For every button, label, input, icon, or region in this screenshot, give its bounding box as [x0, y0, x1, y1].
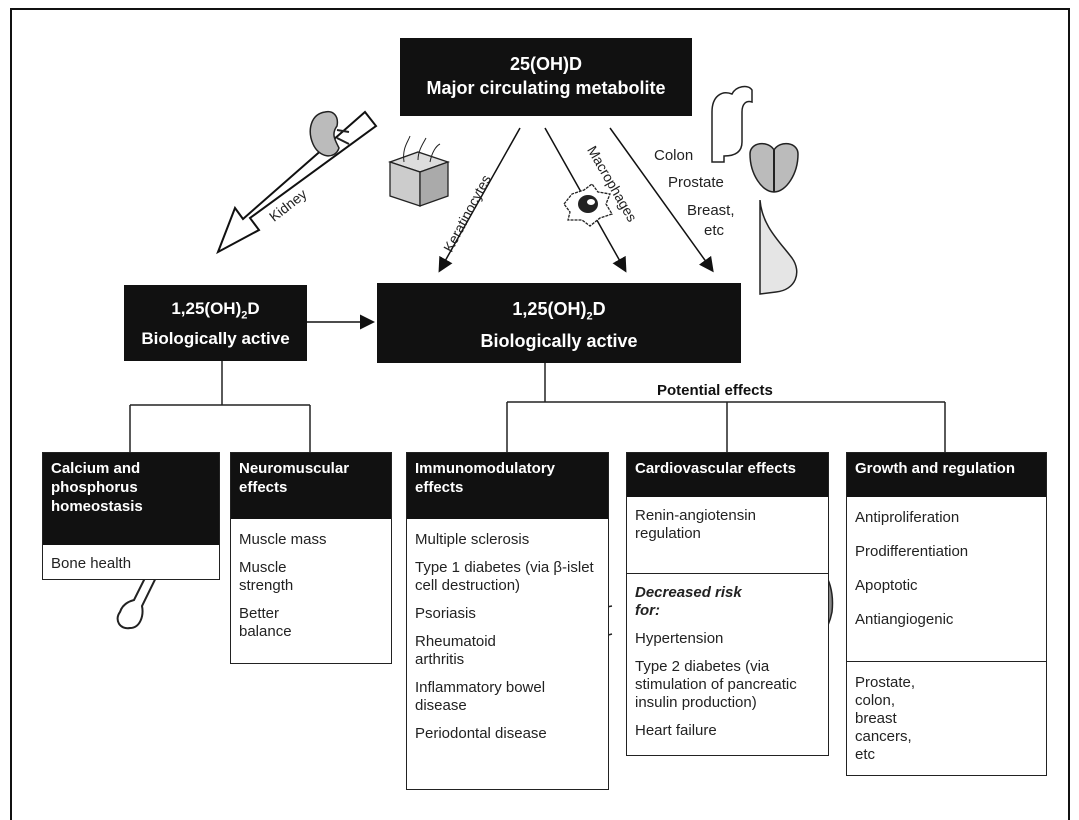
kidney-active-subtitle: Biologically active — [141, 329, 290, 349]
growth-item: Prodifferentiation — [855, 543, 969, 560]
neuromuscular-item: Better balance — [239, 605, 292, 640]
keratinocytes-arrow — [438, 127, 521, 273]
growth-cancers: Prostate, colon, breast cancers, etc — [855, 674, 916, 763]
kidney-active-box: 1,25(OH)2D Biologically active — [124, 285, 307, 361]
neuromuscular-header: Neuromuscular effects — [231, 453, 391, 519]
macrophage-icon — [563, 183, 613, 227]
kidney-icon — [309, 110, 350, 157]
cardio-top-item: Renin-angiotensin regulation — [635, 507, 756, 542]
growth-item: Antiangiogenic — [855, 611, 954, 628]
prostate-icon — [749, 142, 799, 193]
diagram-frame — [10, 8, 1070, 820]
local-active-title: 1,25(OH)2D — [512, 299, 606, 323]
immuno-item: Psoriasis — [415, 605, 476, 622]
growth-panel: Growth and regulation Antiproliferation … — [846, 452, 1047, 776]
cardio-header: Cardiovascular effects — [627, 453, 828, 497]
calcium-item: Bone health — [51, 555, 132, 572]
calcium-panel: Calcium and phosphorus homeostasis Bone … — [42, 452, 220, 580]
immuno-item: Type 1 diabetes (via β-islet cell destru… — [415, 559, 594, 594]
immuno-header: Immunomodulatory effects — [407, 453, 608, 519]
colon-icon — [711, 85, 753, 163]
breast-label: Breast, — [687, 202, 735, 219]
colon-label: Colon — [654, 147, 694, 164]
etc-label: etc — [704, 222, 725, 239]
prostate-label: Prostate — [668, 174, 724, 191]
potential-effects-label: Potential effects — [653, 382, 777, 399]
metabolite-box: 25(OH)D Major circulating metabolite — [400, 38, 692, 116]
metabolite-subtitle: Major circulating metabolite — [426, 78, 666, 98]
kidney-arrow — [216, 110, 378, 255]
calcium-header: Calcium and phosphorus homeostasis — [43, 453, 219, 545]
cardio-item: Type 2 diabetes (via stimulation of panc… — [635, 658, 797, 711]
local-active-subtitle: Biologically active — [480, 330, 638, 351]
tissues-arrow — [609, 127, 714, 273]
immuno-item: Multiple sclerosis — [415, 531, 530, 548]
neuromuscular-item: Muscle mass — [239, 531, 327, 548]
kidney-active-title: 1,25(OH)2D — [171, 299, 260, 322]
local-active-box: 1,25(OH)2D Biologically active — [377, 283, 741, 363]
skin-icon — [388, 135, 450, 207]
growth-item: Antiproliferation — [855, 509, 960, 526]
immuno-item: Periodontal disease — [415, 725, 547, 742]
metabolite-title: 25(OH)D — [509, 54, 582, 74]
immuno-panel: Immunomodulatory effects Multiple sclero… — [406, 452, 609, 790]
cardio-item: Heart failure — [635, 722, 717, 739]
immuno-item: Inflammatory bowel disease — [415, 679, 546, 714]
cardio-panel: Cardiovascular effects Renin-angiotensin… — [626, 452, 829, 756]
breast-icon — [759, 199, 798, 295]
growth-header: Growth and regulation — [847, 453, 1046, 497]
immuno-item: Rheumatoid arthritis — [415, 633, 496, 668]
cardio-item: Hypertension — [635, 630, 724, 647]
neuromuscular-panel: Neuromuscular effects Muscle mass Muscle… — [230, 452, 392, 664]
neuromuscular-item: Muscle strength — [239, 559, 294, 594]
growth-item: Apoptotic — [855, 577, 918, 594]
cardio-risk-label: Decreased risk for: — [635, 584, 742, 619]
